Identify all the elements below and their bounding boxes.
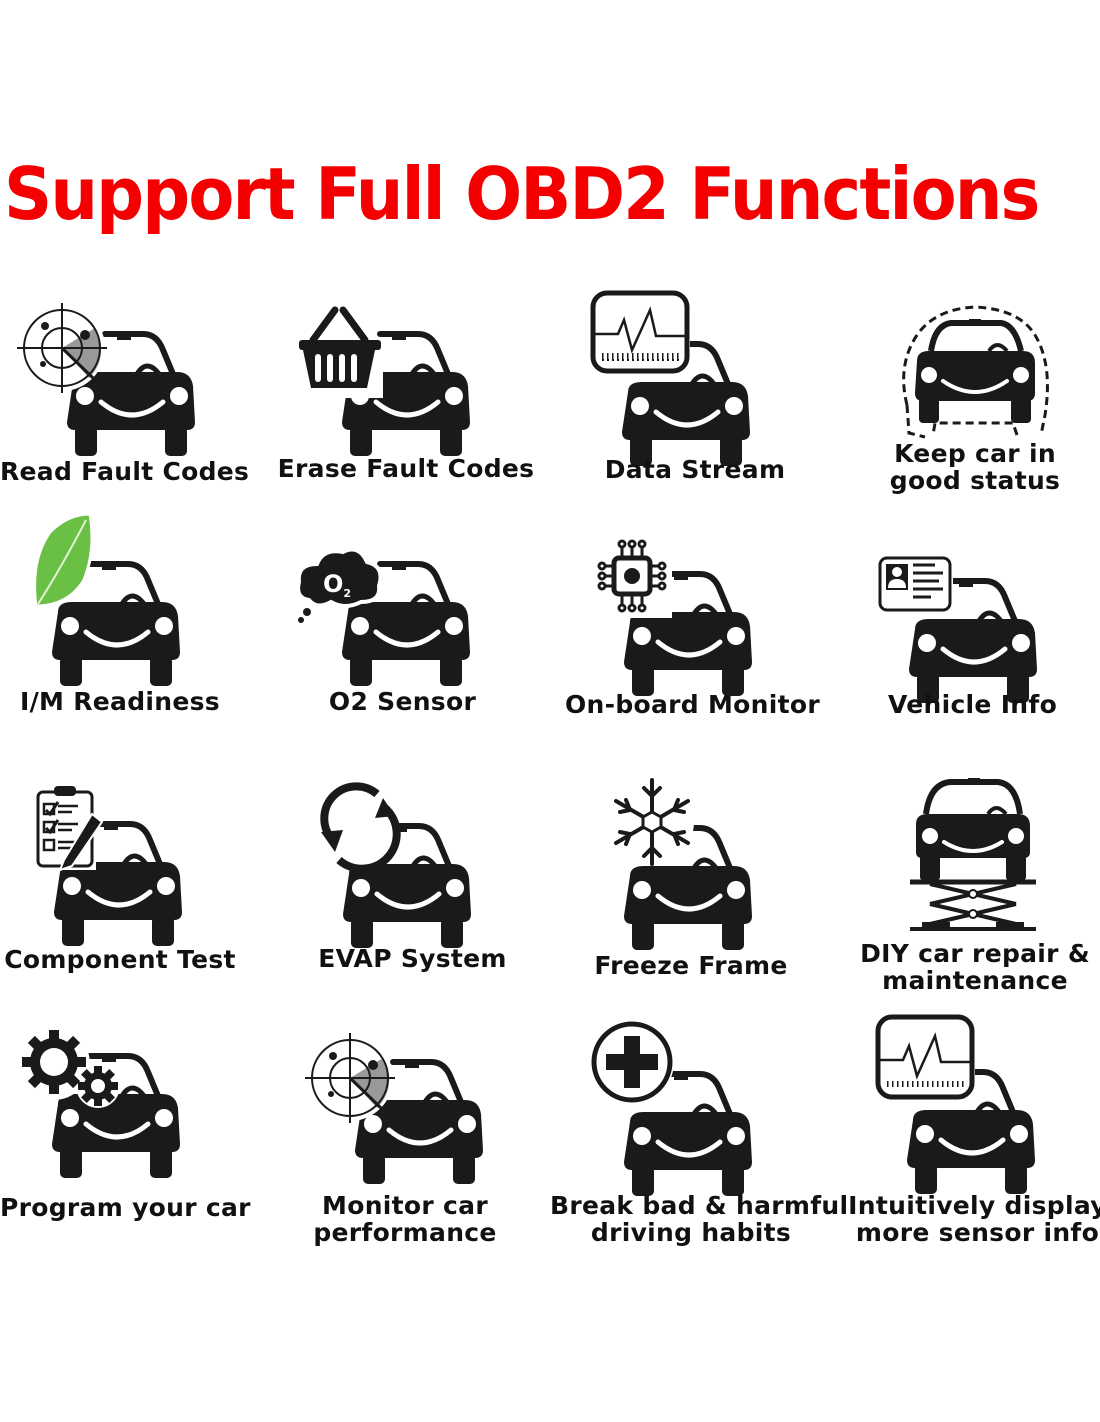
feature-label: Vehicle Info [887,690,1058,719]
feature-label: Break bad & harmful driving habits [550,1191,849,1247]
feature-program-your-car: Program your car [0,1020,275,1240]
feature-label: Monitor car performance [275,1192,535,1246]
feature-label-line: Monitor car [322,1191,488,1220]
feature-label-line: driving habits [590,1218,792,1247]
radar-icon [17,303,215,450]
cycle-arrows-icon [317,782,521,938]
feature-label-line: more sensor info [855,1218,1100,1247]
basket-icon [295,306,495,450]
feature-o2-sensor: O2 O2 Sensor [275,510,550,730]
feature-label: Data Stream [604,455,786,484]
feature-label: On-board Monitor [565,690,820,719]
radar-icon [305,1033,505,1180]
feature-label: Erase Fault Codes [277,454,535,483]
feature-label-line: Keep car in [894,439,1056,468]
feature-label-line: maintenance [882,966,1068,995]
feature-vehicle-info: Vehicle Info [825,510,1100,730]
feature-label-line: DIY car repair & [860,939,1090,968]
car-lift-icon [910,778,1036,931]
feature-break-bad-habits: Break bad & harmful driving habits [550,1020,848,1250]
feature-label: Program your car [0,1193,251,1222]
feature-label: DIY car repair & maintenance [845,940,1100,994]
clipboard-checklist-icon [36,786,236,934]
chip-icon [597,539,792,698]
feature-label: Freeze Frame [594,951,788,980]
gears-icon [18,1028,222,1180]
feature-data-stream: Data Stream [550,290,825,500]
feature-on-board-monitor: On-board Monitor [550,510,825,730]
feature-label: I/M Readiness [20,687,220,716]
waveform-monitor-icon [590,290,790,440]
feature-label: Intuitively display more sensor info [845,1192,1100,1246]
feature-label-line: Intuitively display [848,1191,1100,1220]
feature-label: Component Test [4,945,236,974]
feature-erase-fault-codes: Erase Fault Codes [275,290,550,500]
feature-intuitively-display: Intuitively display more sensor info [825,1014,1100,1250]
feature-keep-car-good-status: Keep car in good status [825,290,1100,500]
o2-symbol: O2 [323,570,351,600]
feature-read-fault-codes: Read Fault Codes [0,290,275,500]
snowflake-icon [610,778,810,924]
medical-cross-icon [590,1020,790,1170]
feature-evap-system: EVAP System [275,780,550,990]
feature-diy-car-repair: DIY car repair & maintenance [825,770,1100,1000]
id-card-icon [877,555,1077,715]
feature-im-readiness: I/M Readiness [0,510,275,730]
dashed-outline-car-icon [902,305,1049,439]
feature-component-test: Component Test [0,780,275,990]
feature-label: Read Fault Codes [0,457,250,486]
feature-label-line: good status [889,466,1061,495]
feature-label: O2 Sensor [328,687,477,716]
leaf-icon [33,512,230,670]
feature-freeze-frame: Freeze Frame [550,778,825,1000]
page-title: Support Full OBD2 Functions [4,152,1040,236]
feature-monitor-car-performance: Monitor car performance [275,1020,550,1250]
feature-label-line: Break bad & harmful [550,1191,849,1220]
waveform-monitor-icon [875,1014,1075,1164]
o2-cloud-icon: O2 [296,547,495,690]
feature-label: Keep car in good status [875,440,1075,494]
feature-label-line: performance [313,1218,497,1247]
feature-label: EVAP System [318,944,507,973]
